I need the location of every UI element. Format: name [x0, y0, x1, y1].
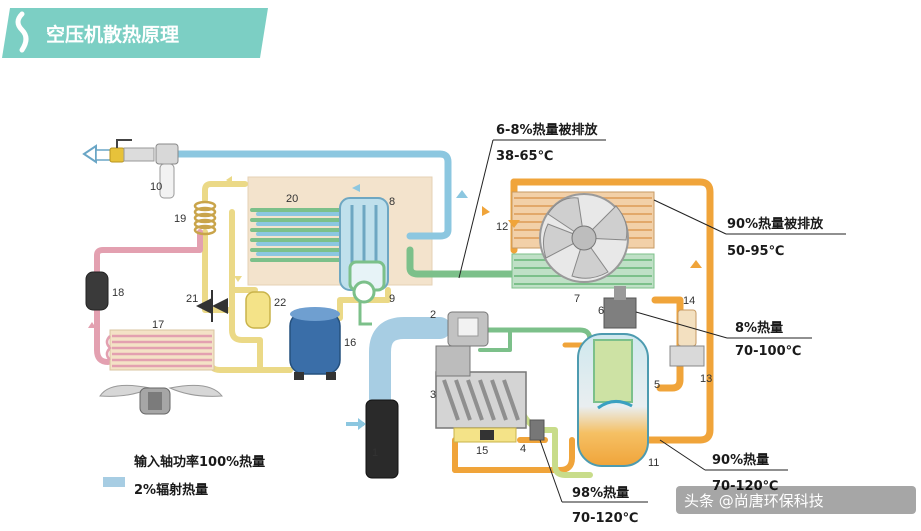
heat-temp-dryer: 38-65℃ — [496, 149, 553, 164]
heat-temp-air: 70-100℃ — [735, 344, 801, 359]
component-number: 18 — [112, 287, 124, 299]
legend-input-heat: 输入轴功率100%热量 — [134, 454, 265, 470]
min-pressure-valve — [603, 286, 637, 329]
heat-labels: 6-8%热量被排放 38-65℃ 90%热量被排放 50-95℃ 8%热量 70… — [458, 122, 846, 526]
refrigerant-low — [207, 337, 293, 373]
thermostatic-valve — [669, 309, 705, 367]
oil-stop-valve — [453, 419, 545, 443]
component-number: 14 — [683, 295, 695, 307]
green-small — [478, 328, 512, 352]
heat-temp-compressor: 70-120℃ — [572, 511, 638, 526]
air-intake-pipe — [369, 317, 451, 431]
component-number: 16 — [344, 337, 356, 349]
component-number: 6 — [598, 305, 604, 317]
title-s-icon — [15, 11, 29, 53]
up-arrow-icon — [88, 322, 96, 328]
pink-pipe-left — [94, 302, 111, 365]
heat-temp-oil: 70-120℃ — [712, 479, 778, 494]
component-number: 1 — [372, 447, 378, 459]
watermark-text: 头条 @尚唐环保科技 — [684, 492, 824, 510]
capillary-coil — [193, 200, 217, 236]
component-number: 19 — [174, 213, 186, 225]
page-title: 空压机散热原理 — [46, 23, 179, 46]
component-number: 20 — [286, 193, 298, 205]
oil-pipe-right — [510, 178, 714, 444]
component-number: 22 — [274, 297, 286, 309]
heat-label-oil: 90%热量 — [712, 452, 769, 468]
screw-compressor — [435, 345, 527, 429]
evaporator-coils — [250, 208, 352, 262]
condenser-fan-icon — [99, 384, 223, 415]
refrigeration-compressor — [289, 307, 341, 380]
component-numbers: 1 2 3 4 5 6 7 8 9 10 11 12 13 14 15 16 1… — [112, 181, 712, 469]
air-filter — [155, 143, 179, 199]
left-arrow-icon — [352, 184, 360, 192]
outlet-arrow-icon — [82, 144, 97, 164]
outlet-valve — [82, 139, 155, 164]
heat-label-compressor: 98%热量 — [572, 485, 629, 501]
dryer-separator — [339, 197, 389, 326]
oil-separator-tank — [577, 333, 649, 467]
up-arrow-icon — [690, 260, 702, 268]
cooling-fan-icon — [539, 193, 629, 283]
component-number: 3 — [430, 389, 436, 401]
legend-radiant-heat: 2%辐射热量 — [134, 482, 208, 498]
intake-valve — [447, 311, 489, 347]
flow-arrows — [88, 176, 702, 328]
component-number: 10 — [150, 181, 162, 193]
down-arrow-icon — [234, 276, 242, 282]
receiver-tank — [85, 271, 109, 311]
component-number: 13 — [700, 373, 712, 385]
accumulator — [245, 291, 271, 329]
component-number: 9 — [389, 293, 395, 305]
heat-label-air: 8%热量 — [735, 320, 783, 336]
condenser — [105, 329, 215, 371]
right-arrow-icon — [482, 206, 490, 216]
component-number: 8 — [389, 196, 395, 208]
component-number: 7 — [574, 293, 580, 305]
legend-swatch-blue — [103, 477, 125, 487]
air-outlet-pipe — [171, 150, 452, 240]
pink-pipe-top — [94, 229, 203, 283]
heat-label-dryer: 6-8%热量被排放 — [496, 122, 599, 138]
component-number: 2 — [430, 309, 436, 321]
component-number: 11 — [648, 457, 659, 469]
component-number: 12 — [496, 221, 508, 233]
oil-return-pipe — [452, 437, 575, 473]
heat-label-cooler: 90%热量被排放 — [727, 216, 824, 232]
refrigerant-top — [202, 181, 248, 203]
title-banner: 空压机散热原理 — [2, 8, 268, 58]
component-number: 21 — [186, 293, 198, 305]
green-pipe-to-dryer — [406, 246, 519, 278]
component-number: 15 — [476, 445, 488, 457]
expansion-valve — [196, 290, 228, 322]
up-arrow-icon — [456, 190, 468, 198]
component-number: 17 — [152, 319, 164, 331]
legend: 输入轴功率100%热量 2%辐射热量 — [103, 454, 265, 498]
oil-pipe-mid — [651, 296, 684, 392]
heat-temp-cooler: 50-95℃ — [727, 244, 784, 259]
refrigerant-left — [229, 209, 293, 373]
left-arrow-icon — [226, 176, 232, 184]
watermark: 头条 @尚唐环保科技 — [676, 486, 916, 514]
component-number: 5 — [654, 379, 660, 391]
component-number: 4 — [520, 443, 526, 455]
intake-filter — [346, 399, 399, 479]
down-arrow-icon — [508, 220, 520, 228]
